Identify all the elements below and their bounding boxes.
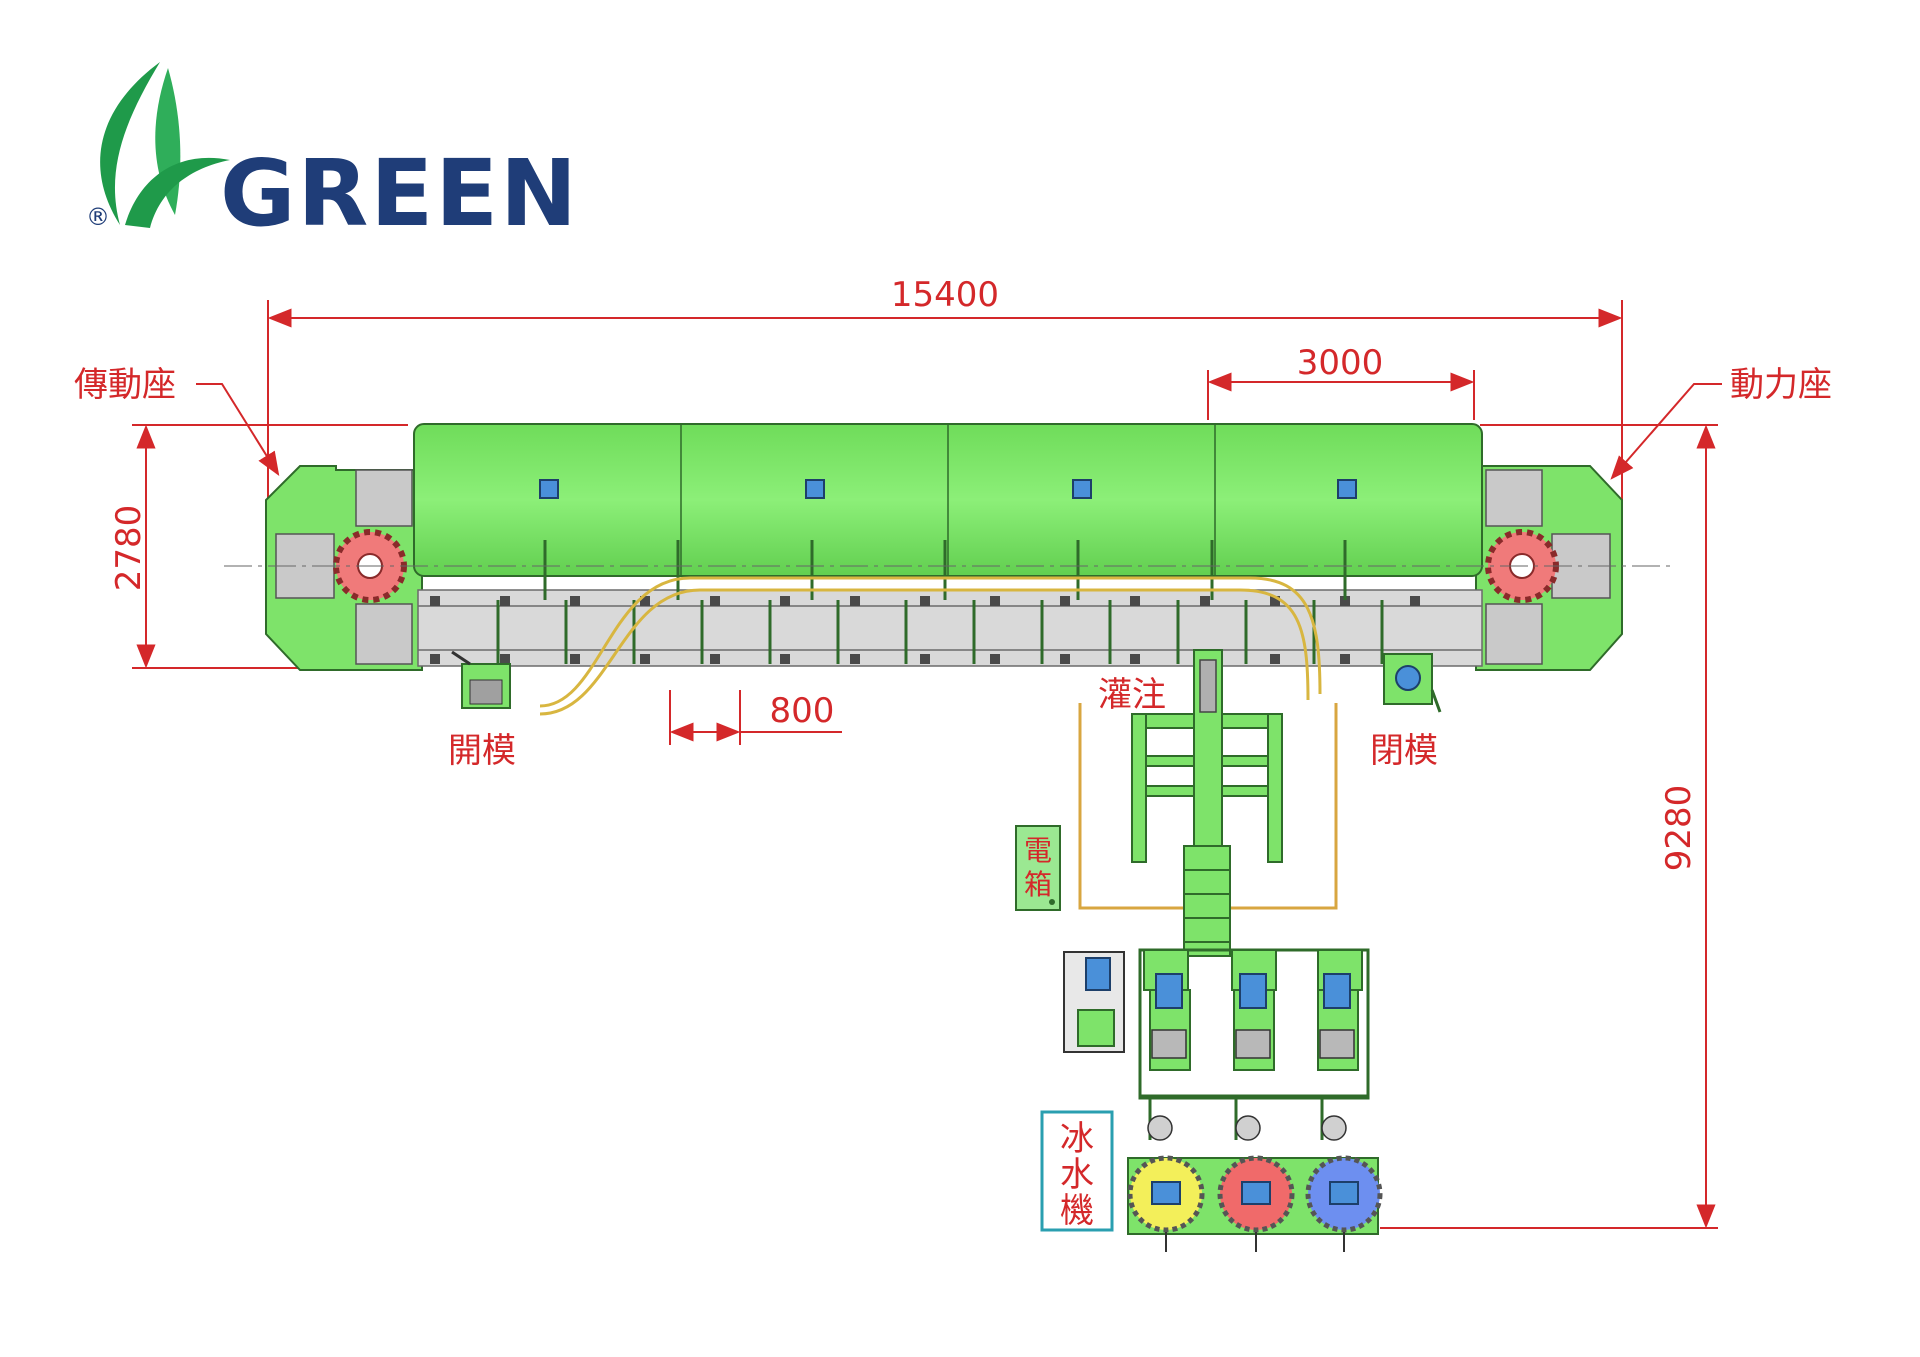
label-electric-box-char-1: 電: [1024, 834, 1052, 867]
dim-pitch: 800: [770, 691, 835, 731]
dim-width: 2780: [109, 505, 149, 592]
green-logo: ® GREEN: [86, 62, 579, 247]
label-close-mold: 閉模: [1370, 731, 1438, 771]
red-tank: [1217, 1155, 1295, 1233]
label-chiller-char-1: 冰: [1060, 1119, 1094, 1159]
metering-pump-section: [1063, 948, 1370, 1140]
label-chiller-group: 冰 水 機: [1060, 1119, 1094, 1231]
chiller-box: [1040, 1110, 1114, 1232]
pouring-station: [1078, 649, 1338, 957]
open-mold-unit: [451, 650, 511, 709]
chemical-tanks: [1127, 1115, 1383, 1252]
dimension-lines: [132, 300, 1722, 1229]
close-mold-unit: [1383, 653, 1442, 713]
dim-section-length: 3000: [1297, 343, 1384, 383]
logo-registered-mark: ®: [86, 203, 110, 231]
logo-wordmark: GREEN: [220, 140, 579, 247]
logo-swoosh-icon: [125, 157, 230, 228]
dim-total-depth: 9280: [1659, 785, 1699, 872]
guide-rails: [539, 576, 1322, 716]
burner-indicators: [539, 479, 1357, 499]
conveyor-line: [224, 423, 1672, 716]
yellow-tank: [1127, 1155, 1205, 1233]
label-chiller-char-3: 機: [1060, 1191, 1094, 1231]
blue-tank: [1305, 1155, 1383, 1233]
label-drive-seat: 傳動座: [74, 365, 176, 405]
label-chiller-char-2: 水: [1060, 1155, 1094, 1195]
electric-box: [1015, 825, 1061, 911]
label-electric-box-char-2: 箱: [1024, 868, 1052, 901]
dim-overall-length: 15400: [891, 275, 999, 315]
label-pouring: 灌注: [1098, 675, 1166, 715]
label-electric-box-group: 電 箱: [1024, 834, 1052, 901]
label-open-mold: 開模: [448, 731, 516, 771]
label-power-seat: 動力座: [1730, 365, 1832, 405]
logo-leaf-icon: [100, 62, 160, 225]
